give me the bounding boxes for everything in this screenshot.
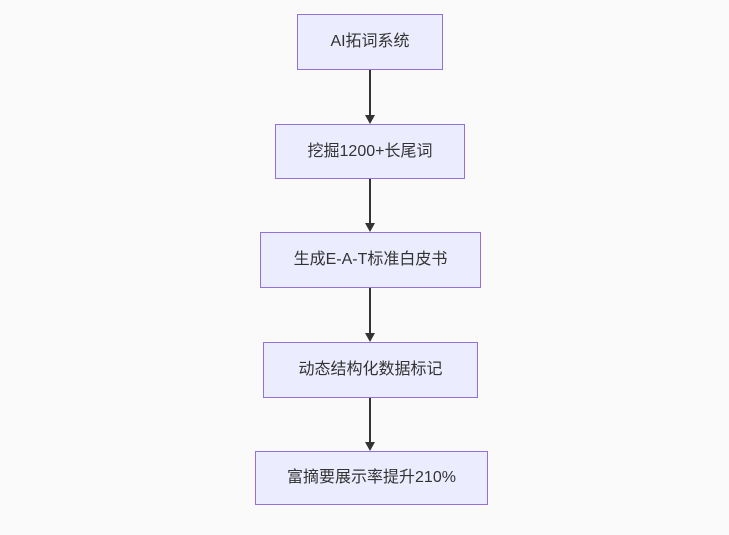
flow-arrow [365, 398, 375, 451]
flow-arrow [365, 70, 375, 124]
flow-node-eat-whitepaper: 生成E-A-T标准白皮书 [260, 232, 481, 288]
flow-node-longtail-mining: 挖掘1200+长尾词 [275, 124, 465, 179]
arrow-head-icon [365, 223, 375, 232]
flow-node-structured-data-markup: 动态结构化数据标记 [263, 342, 478, 398]
flow-node-rich-snippet-result: 富摘要展示率提升210% [255, 451, 488, 505]
flow-arrow [365, 288, 375, 342]
arrow-head-icon [365, 333, 375, 342]
flow-node-label: 动态结构化数据标记 [298, 361, 443, 379]
arrow-line [369, 398, 371, 442]
flow-node-label: 生成E-A-T标准白皮书 [293, 251, 448, 269]
flow-arrow [365, 179, 375, 232]
arrow-head-icon [365, 115, 375, 124]
flow-node-label: 富摘要展示率提升210% [287, 469, 456, 487]
flow-node-ai-keyword-system: AI拓词系统 [297, 14, 443, 70]
arrow-line [369, 288, 371, 333]
flow-node-label: AI拓词系统 [330, 33, 410, 51]
arrow-line [369, 179, 371, 223]
arrow-head-icon [365, 442, 375, 451]
arrow-line [369, 70, 371, 115]
flow-node-label: 挖掘1200+长尾词 [307, 142, 433, 160]
